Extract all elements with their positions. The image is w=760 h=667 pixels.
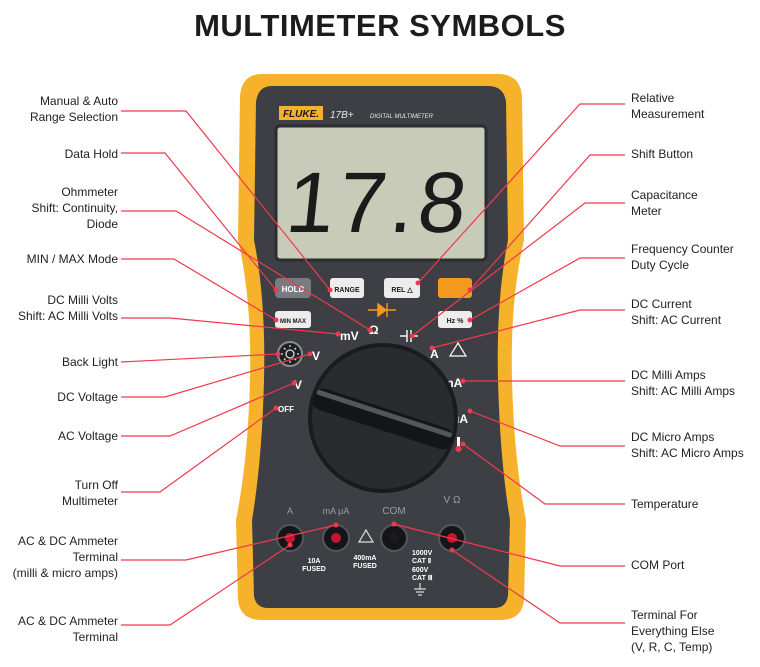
leader-freq: [469, 257, 625, 321]
fluke-logo: [279, 106, 323, 120]
label-dc-micro-amps: DC Micro Amps Shift: AC Micro Amps: [631, 430, 744, 460]
label-terminal-everything-else: Terminal For Everything Else (V, R, C, T…: [631, 608, 715, 654]
label-capacitance-meter: Capacitance Meter: [631, 188, 698, 218]
leader-vohm: [451, 549, 625, 624]
cat1-voltage: 1000V: [412, 550, 433, 557]
dial-ohm: Ω: [369, 323, 379, 337]
leader-com: [393, 523, 625, 567]
cat2-voltage: 600V: [412, 567, 429, 574]
leader-backlight: [120, 353, 279, 363]
fuse2-label: FUSED: [353, 563, 377, 570]
thermometer-icon: [455, 437, 462, 452]
leader-mv: [121, 317, 339, 335]
hold-button-label: HOLD: [282, 285, 305, 294]
brand-text: FLUKE.: [283, 109, 319, 120]
ma-terminal-jack[interactable]: [322, 524, 350, 552]
label-back-light: Back Light: [61, 355, 118, 369]
leader-ohm: [121, 210, 371, 331]
rel-button[interactable]: [384, 278, 420, 298]
range-button-label: RANGE: [334, 287, 360, 294]
leader-dots: [273, 280, 473, 553]
vohm-terminal-jack[interactable]: [438, 524, 466, 552]
leader-off: [121, 407, 277, 493]
fuse1-label: FUSED: [302, 566, 326, 573]
leader-minmax: [121, 258, 277, 321]
label-frequency-counter: Frequency Counter Duty Cycle: [631, 242, 734, 272]
label-turn-off: Turn Off Multimeter: [61, 478, 118, 508]
com-terminal-jack[interactable]: [380, 524, 408, 552]
label-data-hold: Data Hold: [64, 147, 118, 161]
label-dc-voltage: DC Voltage: [57, 390, 118, 404]
leader-shift: [469, 154, 625, 291]
minmax-button[interactable]: [275, 311, 311, 328]
dial-dc-v: V: [312, 349, 320, 363]
label-shift-button: Shift Button: [631, 147, 694, 161]
fuse1-amp: 10A: [308, 558, 321, 565]
hz-button-label: Hz %: [447, 318, 465, 325]
dial-a: A: [430, 347, 439, 361]
cat1-rating: CAT Ⅱ: [412, 557, 431, 565]
dial-ac-v: V: [294, 378, 302, 392]
leader-rel: [417, 103, 625, 284]
label-ohmmeter: Ohmmeter Shift: Continuity, Diode: [31, 185, 118, 231]
dial-off: OFF: [278, 405, 294, 414]
leader-range: [121, 110, 331, 291]
fuse2-amp: 400mA: [354, 555, 377, 562]
leader-da: [431, 309, 625, 349]
dial-mv: mV: [340, 329, 359, 343]
leader-a-terminal: [121, 524, 337, 561]
terminal-vohm-label: V Ω: [444, 495, 461, 506]
leader-lines: [120, 103, 625, 626]
label-com-port: COM Port: [631, 558, 685, 572]
terminal-a-label: A: [287, 506, 293, 516]
hold-button[interactable]: [275, 278, 311, 298]
subtitle-text: DIGITAL MULTIMETER: [370, 114, 434, 120]
label-ac-voltage: AC Voltage: [57, 429, 118, 443]
diode-icon: [368, 302, 396, 318]
hz-button[interactable]: [438, 311, 472, 328]
warning-icon: [448, 341, 468, 357]
leader-ua: [469, 410, 625, 447]
label-temperature: Temperature: [631, 497, 699, 511]
leader-ma-terminal: [121, 544, 291, 626]
display-value: 17.8: [282, 155, 475, 251]
leader-acv: [121, 382, 295, 437]
terminal-warning-icon: [357, 528, 375, 543]
label-ammeter-terminal-milli: AC & DC Ammeter Terminal (milli & micro …: [12, 534, 118, 580]
lcd-screen: [274, 124, 488, 262]
range-button[interactable]: [330, 278, 364, 298]
leader-temp: [462, 443, 625, 505]
leader-hold: [121, 152, 277, 291]
label-range-selection: Manual & Auto Range Selection: [29, 94, 118, 124]
leader-dcv: [121, 353, 311, 398]
label-relative-measurement: Relative Measurement: [631, 91, 705, 121]
multimeter: FLUKE. 17B+ DIGITAL MULTIMETER 17.8 HOLD…: [236, 74, 526, 620]
label-dc-current: DC Current Shift: AC Current: [631, 297, 722, 327]
sun-icon: [281, 345, 299, 363]
rel-button-label: REL △: [391, 287, 413, 294]
label-dc-milli-amps: DC Milli Amps Shift: AC Milli Amps: [631, 368, 736, 398]
cat2-rating: CAT Ⅲ: [412, 574, 433, 582]
minmax-button-label: MIN MAX: [280, 319, 306, 325]
shift-button[interactable]: [438, 278, 472, 298]
page-title: MULTIMETER SYMBOLS: [194, 8, 566, 43]
label-ammeter-terminal: AC & DC Ammeter Terminal: [17, 614, 118, 644]
label-min-max-mode: MIN / MAX Mode: [26, 252, 118, 266]
model-text: 17B+: [330, 110, 354, 121]
ground-icon: [414, 583, 426, 596]
terminal-ma-label: mA μA: [323, 506, 350, 516]
label-dc-milli-volts: DC Milli Volts Shift: AC Milli Volts: [17, 293, 118, 323]
terminal-com-label: COM: [382, 506, 405, 517]
